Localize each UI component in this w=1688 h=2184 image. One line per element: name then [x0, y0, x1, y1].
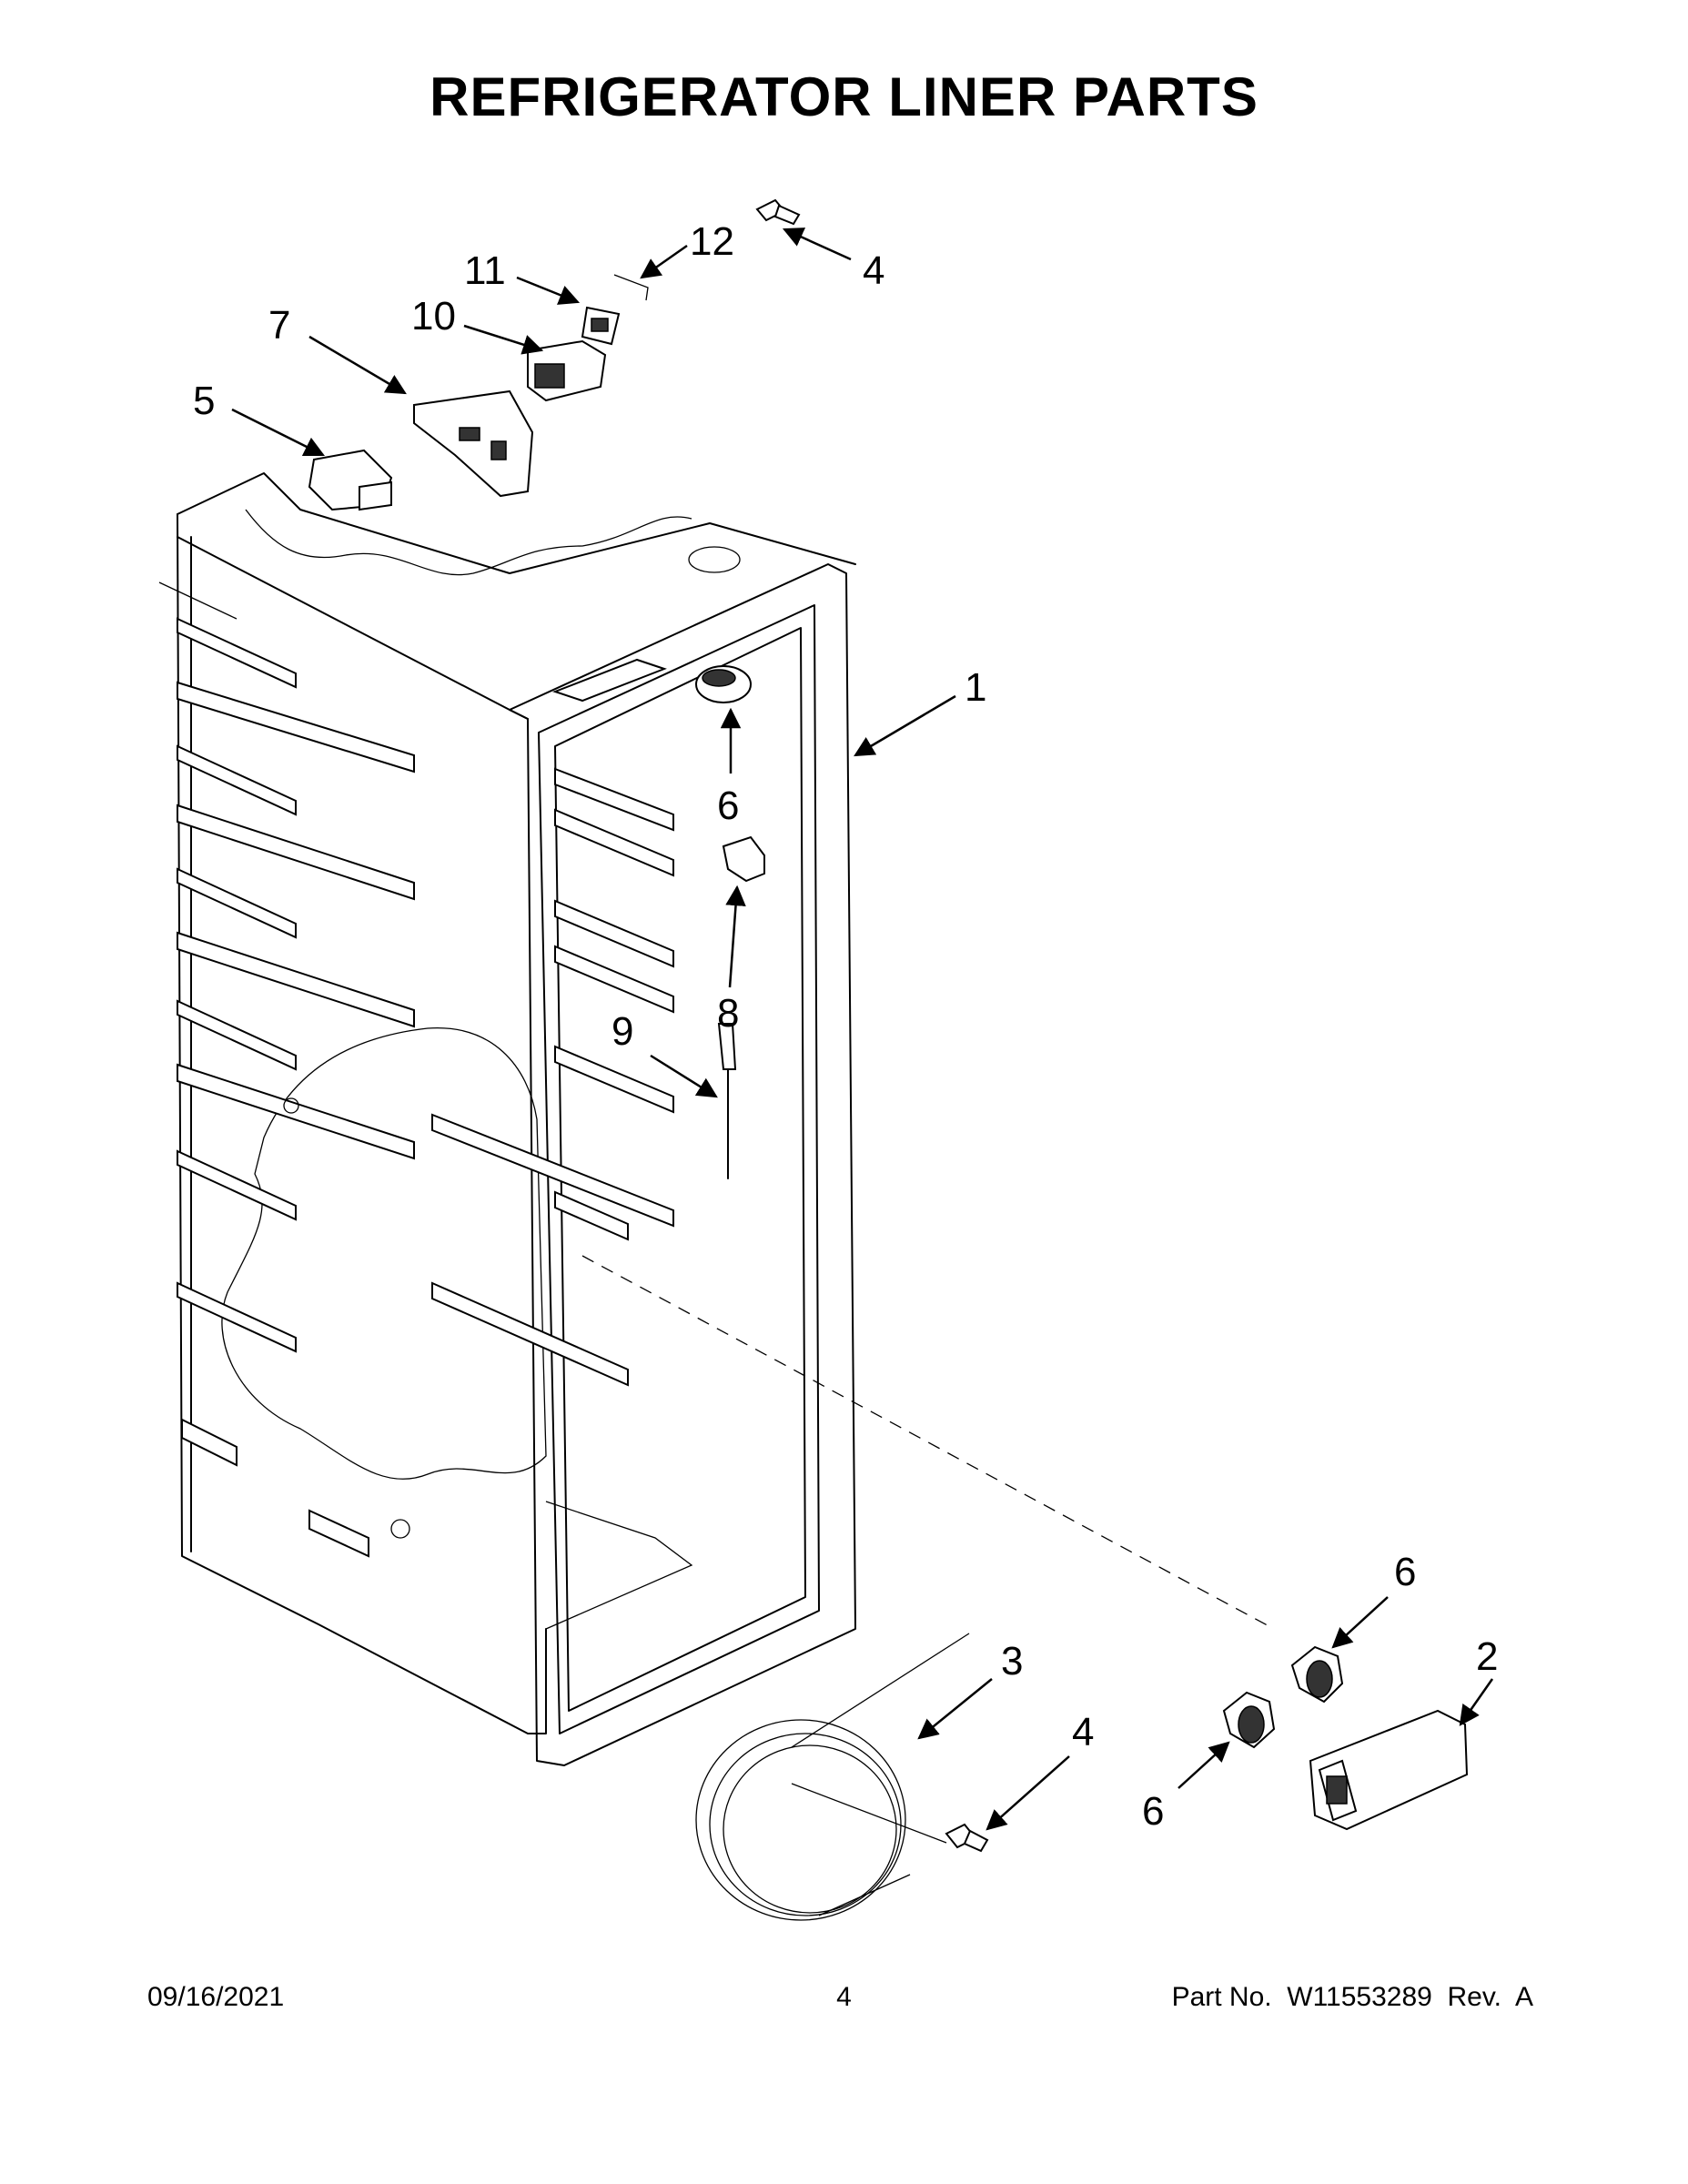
callout-2: 2 — [1476, 1634, 1498, 1679]
footer-page-number: 4 — [836, 1982, 852, 2012]
callout-7: 7 — [268, 303, 290, 348]
callout-arrows — [231, 228, 1494, 1831]
part-3-tubing — [695, 1633, 970, 1921]
callout-6-lower-left: 6 — [1142, 1789, 1164, 1834]
part-6-cap-upper — [695, 665, 752, 703]
footer-part-number: Part No. W11553289 Rev. A — [1171, 1982, 1533, 2012]
part-7-control-housing — [413, 389, 534, 498]
part-12-clip — [613, 274, 649, 301]
right-shelf-rails — [431, 767, 674, 1387]
callout-4-bottom: 4 — [1072, 1710, 1094, 1754]
part-5-light-socket — [308, 449, 393, 511]
part-2-light-housing — [1309, 1709, 1469, 1831]
part-4-screw-top — [755, 198, 801, 226]
part-6-cap-lower-right — [1290, 1645, 1344, 1704]
callout-10: 10 — [411, 294, 456, 339]
part-4-screw-bottom — [945, 1823, 989, 1853]
callout-11: 11 — [464, 248, 506, 293]
callout-5: 5 — [193, 379, 215, 423]
part-9-thermistor — [717, 1023, 737, 1179]
part-10-housing — [527, 339, 607, 402]
callout-1: 1 — [965, 665, 986, 710]
callout-8: 8 — [717, 991, 739, 1036]
page-title: REFRIGERATOR LINER PARTS — [430, 66, 1258, 127]
left-shelf-rails — [177, 617, 415, 1558]
callout-6-upper: 6 — [717, 784, 739, 828]
callout-6-lower-right: 6 — [1394, 1550, 1416, 1594]
callout-12: 12 — [690, 219, 734, 264]
part-8-clip — [722, 835, 765, 883]
footer-date: 09/16/2021 — [147, 1982, 285, 2012]
part-6-cap-lower-left — [1222, 1691, 1276, 1749]
part-11-bracket — [581, 306, 621, 346]
callout-3: 3 — [1001, 1639, 1023, 1684]
refrigerator-liner — [177, 472, 856, 1766]
callout-9: 9 — [612, 1009, 633, 1054]
callout-4-top: 4 — [863, 248, 884, 293]
